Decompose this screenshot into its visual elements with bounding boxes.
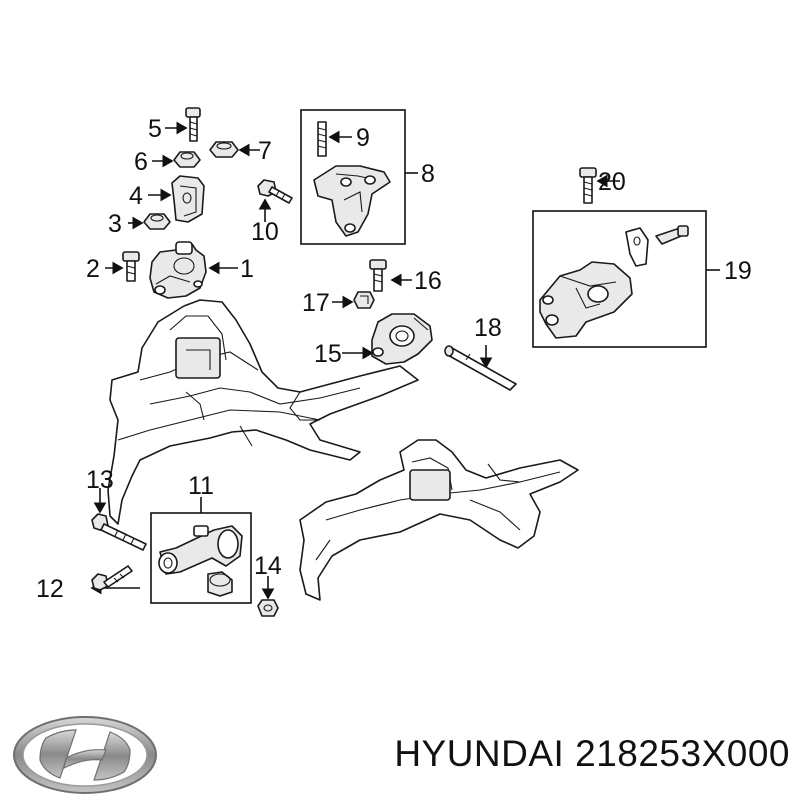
callout-19: 19 xyxy=(724,257,752,285)
nut-7 xyxy=(209,141,239,158)
bolt-5 xyxy=(185,107,201,142)
bolt-2 xyxy=(122,251,140,282)
bolt-10 xyxy=(257,179,293,204)
torque-rod-11 xyxy=(158,525,243,597)
bracket-4 xyxy=(171,175,205,223)
callout-9: 9 xyxy=(356,124,370,152)
callout-13: 13 xyxy=(86,466,114,494)
callout-5: 5 xyxy=(148,115,162,143)
callout-4: 4 xyxy=(129,182,143,210)
nut-14 xyxy=(257,599,279,617)
part-number-caption: HYUNDAI 218253X000 xyxy=(394,733,790,774)
callout-14: 14 xyxy=(254,552,282,580)
hyundai-logo-icon xyxy=(13,716,157,794)
engine-mount-15 xyxy=(371,313,433,365)
callout-6: 6 xyxy=(134,148,148,176)
callout-15: 15 xyxy=(314,340,342,368)
callout-8: 8 xyxy=(421,160,435,188)
callout-17: 17 xyxy=(302,289,330,317)
nut-6 xyxy=(173,151,201,168)
callout-3: 3 xyxy=(108,210,122,238)
nut-17 xyxy=(353,291,375,309)
callout-7: 7 xyxy=(258,137,272,165)
bolt-12 xyxy=(91,565,133,591)
callout-1: 1 xyxy=(240,255,254,283)
bolt-16 xyxy=(369,259,387,292)
callout-10: 10 xyxy=(251,218,279,246)
bracket-8 xyxy=(313,165,391,237)
bolt-20 xyxy=(579,167,597,204)
front-subframe xyxy=(107,299,419,525)
bolt-13 xyxy=(91,513,147,551)
frame-part-8 xyxy=(300,109,406,245)
callout-18: 18 xyxy=(474,314,502,342)
callout-20: 20 xyxy=(598,168,626,196)
engine-mount-1 xyxy=(149,241,207,299)
nut-3 xyxy=(143,213,171,230)
callout-11: 11 xyxy=(188,472,214,500)
callout-labels: 5 6 7 4 3 10 2 1 9 8 20 19 16 17 18 15 1… xyxy=(36,115,752,603)
frame-part-19 xyxy=(532,210,707,348)
transmission-mount-19 xyxy=(539,225,689,339)
rod-18 xyxy=(444,345,517,391)
group-frames xyxy=(150,109,720,604)
stud-9 xyxy=(317,121,327,157)
rear-subframe xyxy=(299,439,579,601)
callout-16: 16 xyxy=(414,267,442,295)
callout-2: 2 xyxy=(86,255,100,283)
callout-12: 12 xyxy=(36,575,64,603)
